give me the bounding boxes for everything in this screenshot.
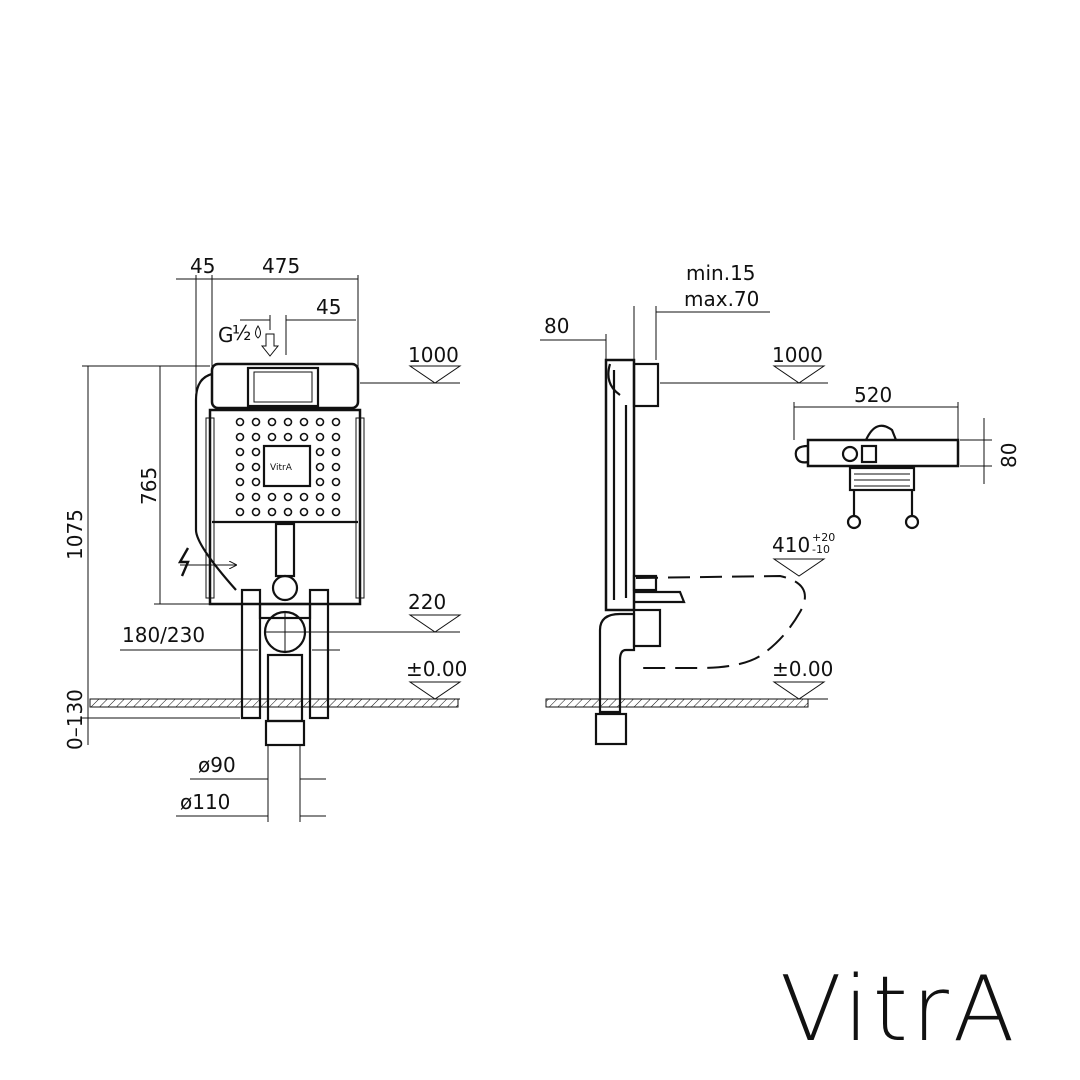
level-220-label: 220 — [408, 590, 446, 614]
dim-pipe-90-label: ø90 — [198, 753, 236, 777]
level-1000-front-label: 1000 — [408, 343, 459, 367]
side-view: min.15 max.70 80 1000 410 +20 -10 — [540, 261, 835, 746]
level-410-label: 410 — [772, 533, 810, 557]
drain-elbow — [598, 612, 636, 714]
flush-button-opening — [246, 366, 320, 408]
front-view: 45 475 45 G ½ 1000 1075 765 0–130 — [63, 254, 467, 822]
dim-depth-side-label: 80 — [544, 314, 569, 338]
dim-frame-height-label: 765 — [137, 467, 161, 505]
dim-width-top-label: 520 — [854, 383, 892, 407]
cistern-body — [208, 408, 362, 606]
dim-pipe-110-label: ø110 — [180, 790, 230, 814]
toilet-bowl-outline — [635, 574, 806, 669]
wall-plate — [632, 362, 660, 408]
cistern-top-housing — [210, 362, 360, 410]
water-inlet-fraction: ½ — [232, 321, 251, 345]
level-marker-1000-front — [408, 365, 462, 384]
top-view: 520 80 — [793, 383, 1021, 530]
level-1000-side-label: 1000 — [772, 343, 823, 367]
frame-side-profile — [604, 358, 636, 612]
floor-hatch-front — [89, 698, 459, 708]
cistern-hole-pattern — [235, 417, 341, 517]
dim-width-label: 475 — [262, 254, 300, 278]
right-leg — [308, 588, 330, 720]
level-zero-side-label: ±0.00 — [772, 657, 833, 681]
level-zero-front-label: ±0.00 — [406, 657, 467, 681]
level-marker-zero-side — [772, 681, 826, 700]
dim-total-height-label: 1075 — [63, 509, 87, 560]
level-marker-220 — [408, 614, 462, 633]
water-inlet-label: G — [218, 323, 234, 347]
dim-floor-adjust-label: 0–130 — [63, 689, 87, 750]
floor-hatch-side — [545, 698, 809, 708]
dim-right-label: 45 — [316, 295, 341, 319]
brand-logo: VitrA — [780, 957, 1018, 1062]
dim-drain-offset-label: 180/230 — [122, 623, 205, 647]
inlet-arrow-icon — [260, 333, 280, 357]
level-410-tol-minus: -10 — [812, 543, 830, 556]
level-410-tol-plus: +20 — [812, 531, 835, 544]
leg-foot-left — [846, 514, 862, 530]
dim-depth-top-label: 80 — [997, 443, 1021, 468]
electrical-icon — [177, 547, 190, 577]
dim-min-label: min.15 — [686, 261, 756, 285]
dim-max-label: max.70 — [684, 287, 759, 311]
flush-valve — [271, 574, 299, 602]
frame-top-profile — [806, 438, 960, 468]
water-drop-icon — [255, 325, 261, 339]
level-marker-1000-side — [772, 365, 826, 384]
drain-pipe — [264, 719, 306, 747]
left-leg — [240, 588, 262, 720]
level-marker-zero-front — [408, 681, 462, 700]
panel-logo-box — [262, 444, 312, 488]
panel-logo-text: VitrA — [270, 463, 293, 473]
tank-underside — [848, 466, 916, 492]
dim-offset-label: 45 — [190, 254, 215, 278]
level-marker-410 — [772, 558, 826, 577]
leg-foot-right — [904, 514, 920, 530]
